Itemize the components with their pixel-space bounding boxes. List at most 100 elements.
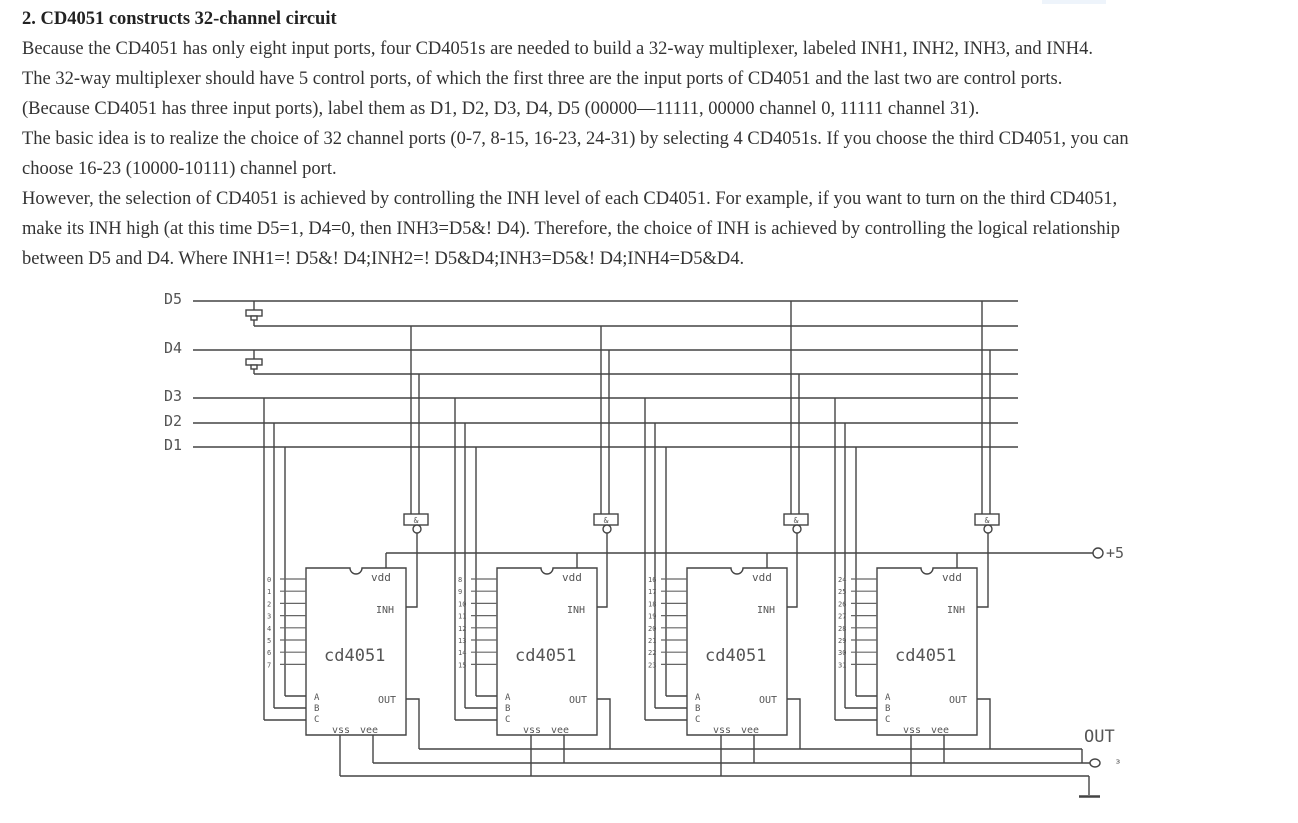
vdd-label: vdd — [371, 571, 391, 584]
paragraph-line: The basic idea is to realize the choice … — [22, 129, 1129, 149]
vss-label: vss — [713, 725, 731, 736]
channel-label: 13 — [458, 637, 466, 645]
channel-label: 3 — [267, 613, 271, 621]
inverter-icon — [245, 309, 263, 317]
paragraph-line: choose 16-23 (10000-10111) channel port. — [22, 159, 337, 179]
gate-bubble-icon — [602, 524, 612, 534]
gate-bubble-icon — [983, 524, 993, 534]
pin-b-label: B — [505, 704, 510, 714]
vdd-label: vdd — [942, 571, 962, 584]
out-wire — [787, 698, 801, 749]
chip-body — [305, 567, 407, 736]
channel-label: 31 — [838, 661, 846, 669]
channel-label: 16 — [648, 576, 656, 584]
channel-label: 0 — [267, 576, 271, 584]
section-heading: 2. CD4051 constructs 32-channel circuit — [22, 9, 337, 29]
control-label-d4: D4 — [164, 339, 182, 357]
vss-label: vss — [332, 725, 350, 736]
pin-b-label: B — [885, 704, 890, 714]
inh-label: INH — [376, 605, 394, 616]
inverter-bubble — [250, 364, 258, 370]
inh-label: INH — [947, 605, 965, 616]
paragraph-line: (Because CD4051 has three input ports), … — [22, 99, 980, 119]
vdd-label: vdd — [752, 571, 772, 584]
channel-label: 22 — [648, 649, 656, 657]
chip-body — [496, 567, 598, 736]
out-label: OUT — [949, 695, 967, 706]
channel-label: 6 — [267, 649, 271, 657]
channel-label: 12 — [458, 625, 466, 633]
channel-label: 4 — [267, 625, 271, 633]
channel-label: 15 — [458, 661, 466, 669]
top-bar-tint — [1042, 0, 1106, 4]
channel-label: 18 — [648, 600, 656, 608]
out-wire — [597, 698, 611, 749]
control-label-d2: D2 — [164, 412, 182, 430]
output-label: OUT — [1084, 727, 1115, 747]
channel-label: 8 — [458, 576, 462, 584]
paragraph-line: make its INH high (at this time D5=1, D4… — [22, 219, 1121, 239]
chip-body — [686, 567, 788, 736]
pin-a-label: A — [695, 693, 701, 703]
channel-label: 10 — [458, 600, 466, 608]
paragraph-line: Because the CD4051 has only eight input … — [22, 39, 1093, 59]
channel-label: 20 — [648, 625, 656, 633]
out-label: OUT — [759, 695, 777, 706]
channel-label: 30 — [838, 649, 846, 657]
channel-label: 7 — [267, 661, 271, 669]
inh-wire — [977, 533, 989, 608]
gate-bubble-icon — [792, 524, 802, 534]
channel-label: 27 — [838, 613, 846, 621]
pin-c-label: C — [695, 715, 700, 725]
supply-label: +5 — [1106, 544, 1124, 562]
out-wire — [977, 698, 991, 749]
vdd-label: vdd — [562, 571, 582, 584]
out-label: OUT — [569, 695, 587, 706]
channel-label: 17 — [648, 588, 656, 596]
and-gate-symbol: & — [604, 516, 609, 525]
pin-c-label: C — [505, 715, 510, 725]
wires — [193, 300, 1104, 798]
and-gate-symbol: & — [794, 516, 799, 525]
channel-label: 23 — [648, 661, 656, 669]
chip-name: cd4051 — [705, 646, 766, 666]
out-wire — [406, 698, 420, 749]
paragraph-line: However, the selection of CD4051 is achi… — [22, 189, 1118, 209]
gate-bubble-icon — [412, 524, 422, 534]
channel-label: 26 — [838, 600, 846, 608]
inh-label: INH — [567, 605, 585, 616]
pin-a-label: A — [885, 693, 891, 703]
channel-label: 9 — [458, 588, 462, 596]
channel-label: 25 — [838, 588, 846, 596]
control-label-d3: D3 — [164, 387, 182, 405]
vss-label: vss — [523, 725, 541, 736]
pin-a-label: A — [314, 693, 320, 703]
pin-b-label: B — [314, 704, 319, 714]
inh-wire — [597, 533, 608, 608]
inverter-bubble — [250, 315, 258, 321]
vee-label: vee — [741, 725, 759, 736]
inh-label: INH — [757, 605, 775, 616]
control-label-d5: D5 — [164, 290, 182, 308]
output-glyph: ᶟ — [1114, 757, 1122, 772]
out-label: OUT — [378, 695, 396, 706]
pin-c-label: C — [314, 715, 319, 725]
control-label-d1: D1 — [164, 436, 182, 454]
supply-terminal-icon — [1092, 547, 1104, 559]
paragraph-line: The 32-way multiplexer should have 5 con… — [22, 69, 1063, 89]
vss-label: vss — [903, 725, 921, 736]
channel-label: 19 — [648, 613, 656, 621]
chip-name: cd4051 — [895, 646, 956, 666]
and-gate-symbol: & — [985, 516, 990, 525]
channel-label: 14 — [458, 649, 466, 657]
channel-label: 29 — [838, 637, 846, 645]
chip-name: cd4051 — [324, 646, 385, 666]
channel-label: 28 — [838, 625, 846, 633]
vee-label: vee — [551, 725, 569, 736]
channel-label: 5 — [267, 637, 271, 645]
vee-label: vee — [360, 725, 378, 736]
inh-wire — [406, 533, 418, 608]
channel-label: 21 — [648, 637, 656, 645]
inh-wire — [787, 533, 798, 608]
